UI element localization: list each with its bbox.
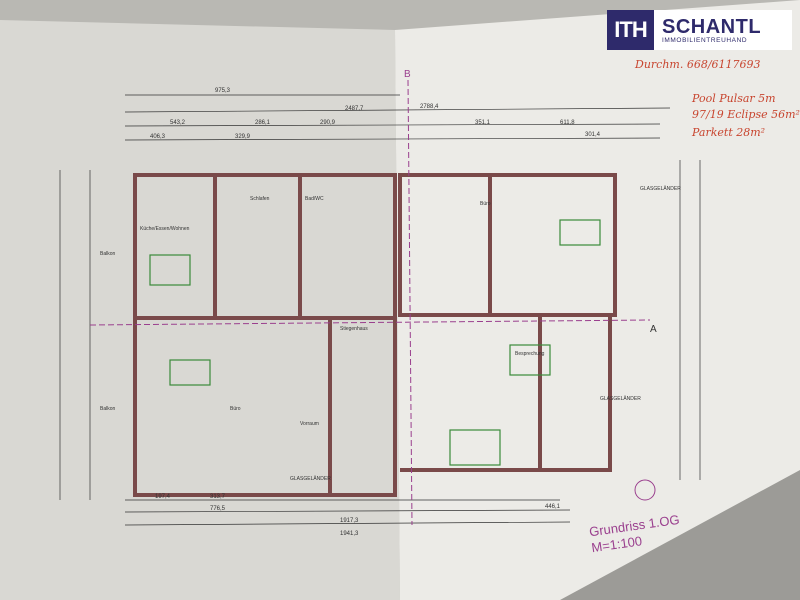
dimension-text: 286,1	[255, 120, 271, 126]
dimension-text: 1941,3	[340, 531, 359, 537]
furniture	[149, 219, 601, 466]
paper-right-page	[395, 0, 800, 600]
section-label-a: A	[650, 324, 657, 335]
dimension-text: 329,9	[235, 134, 251, 140]
room-label: Balkon	[100, 406, 116, 412]
dimension-text: 776,5	[210, 506, 226, 512]
glass-label: GLASGELÄNDER	[600, 395, 641, 402]
logo-subtitle: IMMOBILIENTREUHAND	[662, 36, 748, 44]
handwritten-note: Pool Pulsar 5m	[692, 92, 776, 105]
dimension-text: 2487,7	[345, 106, 364, 112]
logo-name: SCHANTL	[662, 15, 762, 38]
dimension-text: 290,9	[320, 120, 336, 126]
room-label: Besprechung	[515, 351, 545, 357]
dimension-text: 313,7	[210, 494, 226, 500]
dimension-text: 446,1	[545, 504, 561, 510]
dimension-text: 301,4	[585, 132, 601, 138]
dimension-text: 1917,3	[340, 518, 359, 524]
north-arrow-icon	[634, 479, 656, 501]
handwritten-note: 97/19 Eclipse 56m²	[692, 108, 800, 121]
section-lines	[89, 79, 651, 526]
paper-fold-shadow	[560, 470, 800, 600]
glass-label: GLASGELÄNDER	[290, 475, 331, 482]
dimension-text: 406,3	[150, 134, 166, 140]
dimension-text: 975,3	[215, 88, 231, 94]
paper-left-page	[0, 20, 400, 600]
room-label: Vorraum	[300, 421, 319, 427]
room-label: Büro	[230, 406, 241, 412]
room-label: Stiegenhaus	[340, 326, 368, 332]
dimension-text: 543,2	[170, 120, 186, 126]
dimension-text: 351,1	[475, 120, 491, 126]
walls	[133, 173, 617, 497]
logo-mark: ITH	[607, 10, 654, 50]
room-label: Bad/WC	[305, 196, 324, 202]
section-label-b: B	[404, 69, 411, 80]
room-label: Küche/Essen/Wohnen	[140, 226, 190, 232]
company-logo: ITH SCHANTL IMMOBILIENTREUHAND	[607, 10, 792, 50]
handwritten-note: Parkett 28m²	[692, 126, 766, 139]
dimension-text: 197,4	[155, 494, 171, 500]
room-label: Schlafen	[250, 196, 270, 202]
room-label: Balkon	[100, 251, 116, 257]
dimension-lines	[59, 94, 701, 526]
glass-label: GLASGELÄNDER	[640, 185, 681, 192]
dimension-text: 611,8	[560, 120, 575, 126]
handwritten-note: Durchm. 668/6117693	[635, 58, 761, 71]
dimension-text: 2788,4	[420, 104, 439, 110]
room-label: Büro	[480, 201, 491, 207]
